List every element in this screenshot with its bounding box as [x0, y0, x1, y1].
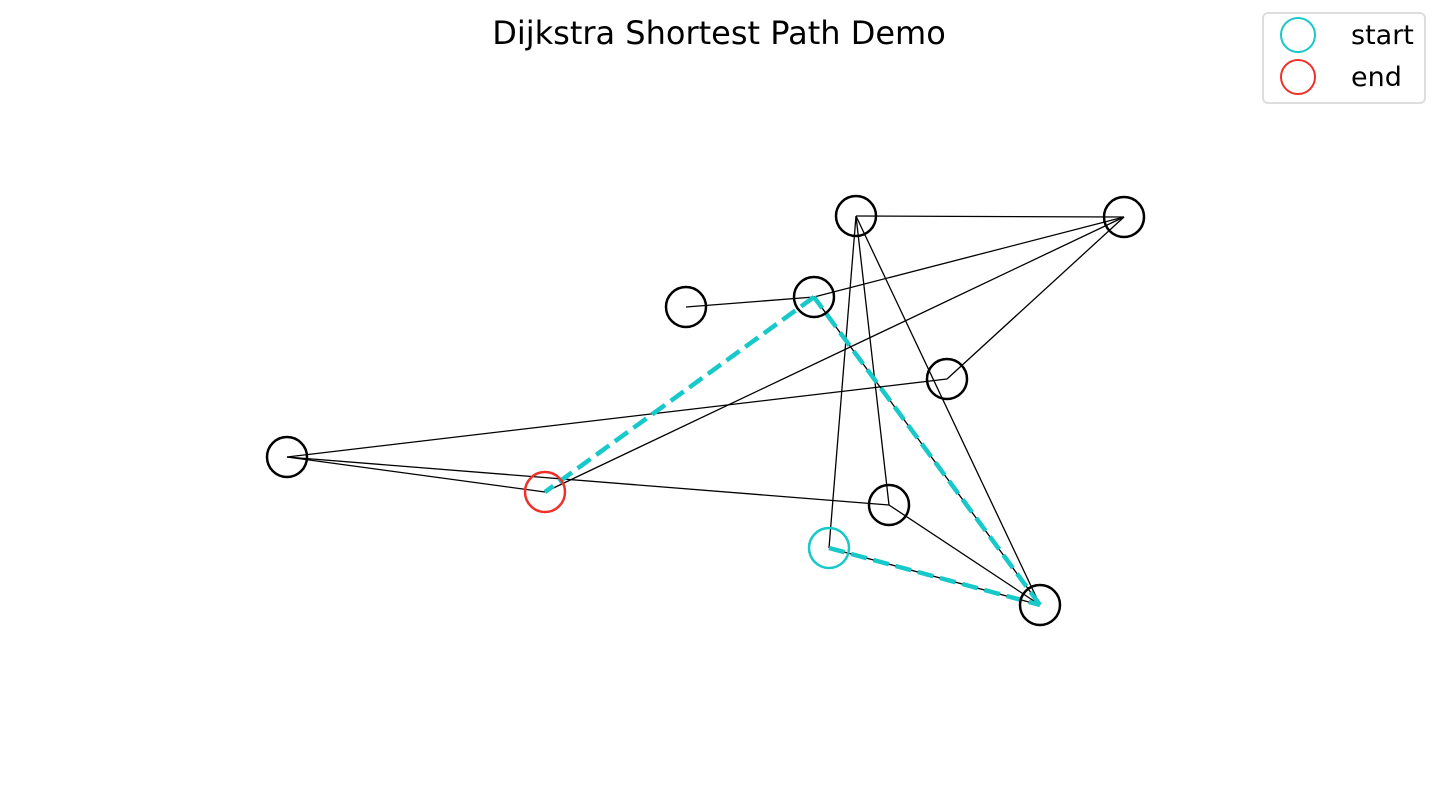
node-H: [867, 483, 911, 527]
edge-A-B: [855, 215, 1125, 218]
edge-F-G: [286, 456, 546, 493]
edge-B-D: [813, 216, 1125, 298]
edge-F-H: [286, 456, 890, 506]
nodes-layer: [265, 194, 1146, 627]
end-node: [523, 470, 567, 514]
legend-label-start: start: [1351, 20, 1414, 51]
figure-title: Dijkstra Shortest Path Demo: [492, 14, 946, 52]
legend: start end: [1262, 12, 1426, 104]
node-A: [834, 194, 878, 238]
edge-B-G: [544, 216, 1125, 493]
edge-A-I: [828, 215, 857, 549]
edge-B-E: [946, 216, 1125, 380]
legend-item-end: end: [1264, 58, 1424, 100]
edge-C-D: [685, 296, 815, 308]
path-segment-I-J: [828, 545, 1041, 608]
path-segment-J-D: [812, 295, 1042, 607]
node-J: [1018, 583, 1062, 627]
node-C: [664, 285, 708, 329]
edge-A-H: [855, 215, 890, 506]
edge-E-F: [286, 378, 948, 458]
node-F: [265, 435, 309, 479]
node-D: [792, 275, 836, 319]
start-node: [807, 526, 851, 570]
legend-item-start: start: [1264, 16, 1424, 58]
path-segment-D-G: [543, 295, 816, 494]
start-marker-icon: [1280, 17, 1316, 53]
end-marker-icon: [1280, 59, 1316, 95]
edge-H-J: [888, 504, 1041, 606]
shortest-path-layer: [543, 295, 1042, 608]
legend-label-end: end: [1351, 62, 1402, 93]
edge-A-J: [855, 215, 1041, 606]
node-E: [925, 357, 969, 401]
node-B: [1102, 195, 1146, 239]
edges-layer: [286, 215, 1125, 606]
